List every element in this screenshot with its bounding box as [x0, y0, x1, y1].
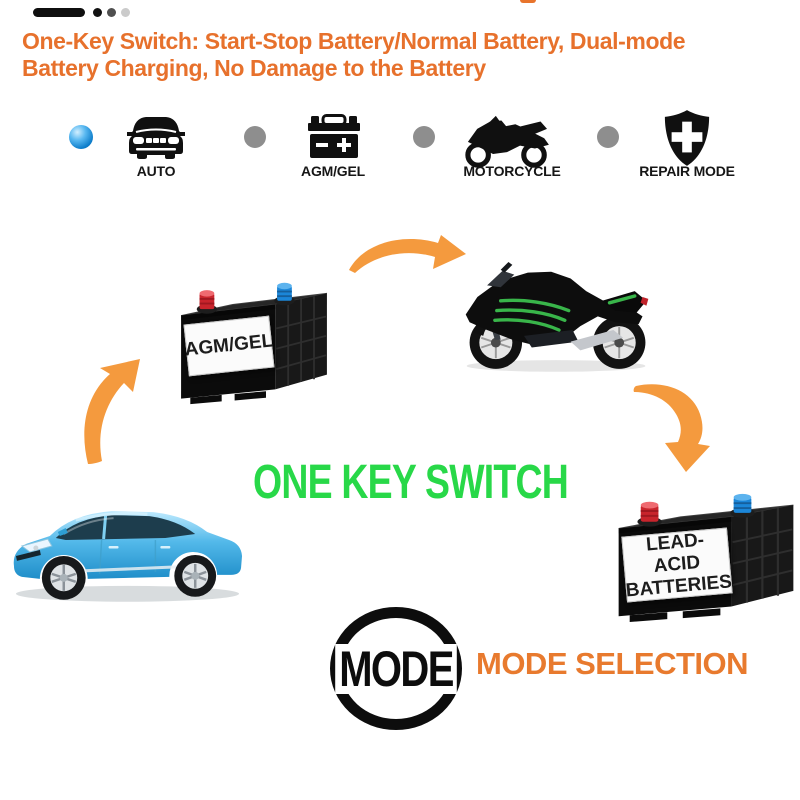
separator-dot — [597, 126, 619, 148]
mode-selection-caption: MODE SELECTION — [476, 646, 749, 681]
agm-battery-illustration: AGM/GEL — [175, 262, 333, 406]
car-illustration — [6, 478, 250, 608]
separator-dot — [413, 126, 435, 148]
cropped-text-fragment — [520, 0, 536, 3]
mode-label-motorcycle: MOTORCYCLE — [463, 163, 561, 179]
car-front-icon — [124, 112, 188, 162]
lead-acid-battery-label: LEAD-ACID BATTERIES — [621, 527, 733, 603]
motorcycle-illustration — [456, 250, 660, 376]
arrow-up-icon — [78, 358, 164, 466]
separator-dot — [244, 126, 266, 148]
mode-label-repair: REPAIR MODE — [639, 163, 735, 179]
arrow-right-icon — [346, 232, 468, 274]
lead-acid-battery-illustration: LEAD-ACID BATTERIES — [612, 472, 800, 624]
headline: One-Key Switch: Start-Stop Battery/Norma… — [22, 28, 686, 82]
carousel-dot-2 — [107, 8, 116, 17]
carousel-dot-3 — [121, 8, 130, 17]
mode-button-illustration: MODE — [330, 607, 462, 730]
carousel-pill-indicator — [33, 8, 85, 17]
one-key-switch-title: ONE KEY SWITCH — [253, 456, 569, 509]
mode-button-label: MODE — [335, 643, 457, 694]
mode-label-auto: AUTO — [136, 163, 176, 179]
mode-label-agm-gel: AGM/GEL — [301, 163, 365, 179]
carousel-dot-1 — [93, 8, 102, 17]
motorcycle-icon — [462, 114, 552, 168]
headline-line-2: Battery Charging, No Damage to the Batte… — [22, 55, 486, 81]
headline-line-1: One-Key Switch: Start-Stop Battery/Norma… — [22, 28, 686, 54]
blue-sphere-bullet — [69, 125, 93, 149]
agm-battery-label: AGM/GEL — [183, 315, 275, 377]
battery-icon — [306, 114, 362, 160]
shield-plus-icon — [662, 108, 712, 168]
arrow-down-icon — [630, 380, 718, 474]
